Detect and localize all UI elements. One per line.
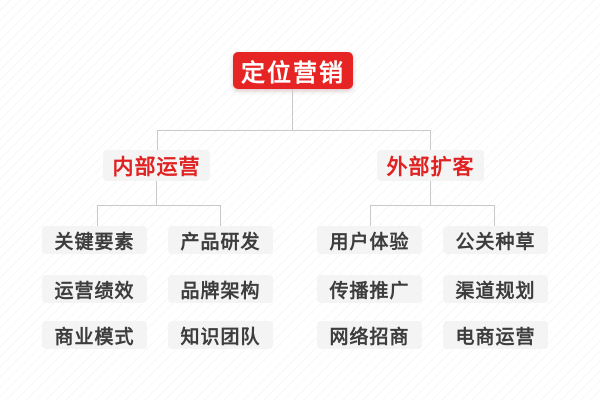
root-node-label: 定位营销 [241,60,345,87]
leaf-node-label: 关键要素 [54,231,135,253]
leaf-node-user-experience: 用户体验 [317,226,422,254]
root-node-positioning-marketing: 定位营销 [233,52,353,89]
connector-left-drop-2 [220,205,221,226]
leaf-node-pr-seeding: 公关种草 [443,226,548,254]
leaf-node-product-rnd: 产品研发 [168,226,273,254]
connector-root-vertical [292,89,293,130]
leaf-node-operation-performance: 运营绩效 [42,275,147,303]
leaf-node-label: 知识团队 [180,326,261,348]
leaf-node-key-elements: 关键要素 [42,226,147,254]
connector-right-vertical [430,181,431,205]
leaf-node-label: 用户体验 [329,231,410,253]
connector-root-horizontal [157,130,431,131]
leaf-node-label: 渠道规划 [455,280,536,302]
leaf-node-label: 品牌架构 [180,280,261,302]
leaf-node-ecommerce-operation: 电商运营 [443,321,548,349]
branch-node-label: 外部扩客 [386,155,475,179]
connector-left-drop-1 [97,205,98,226]
connector-left-vertical [156,181,157,205]
leaf-node-brand-architecture: 品牌架构 [168,275,273,303]
connector-root-drop-right [430,130,431,150]
leaf-node-label: 商业模式 [54,326,135,348]
leaf-node-online-investment: 网络招商 [317,321,422,349]
leaf-node-communication-promotion: 传播推广 [317,275,422,303]
connector-right-drop-1 [370,205,371,226]
connector-right-horizontal [370,205,495,206]
leaf-node-knowledge-team: 知识团队 [168,321,273,349]
leaf-node-label: 网络招商 [329,326,410,348]
leaf-node-label: 产品研发 [180,231,261,253]
connector-root-drop-left [157,130,158,150]
connector-left-horizontal [97,205,221,206]
leaf-node-label: 运营绩效 [54,280,135,302]
leaf-node-label: 电商运营 [455,326,536,348]
leaf-node-business-model: 商业模式 [42,321,147,349]
branch-node-label: 内部运营 [112,155,201,179]
leaf-node-label: 传播推广 [329,280,410,302]
leaf-node-channel-planning: 渠道规划 [443,275,548,303]
connector-right-drop-2 [494,205,495,226]
branch-node-external-expansion: 外部扩客 [377,150,484,181]
leaf-node-label: 公关种草 [455,231,536,253]
branch-node-internal-operations: 内部运营 [103,150,210,181]
